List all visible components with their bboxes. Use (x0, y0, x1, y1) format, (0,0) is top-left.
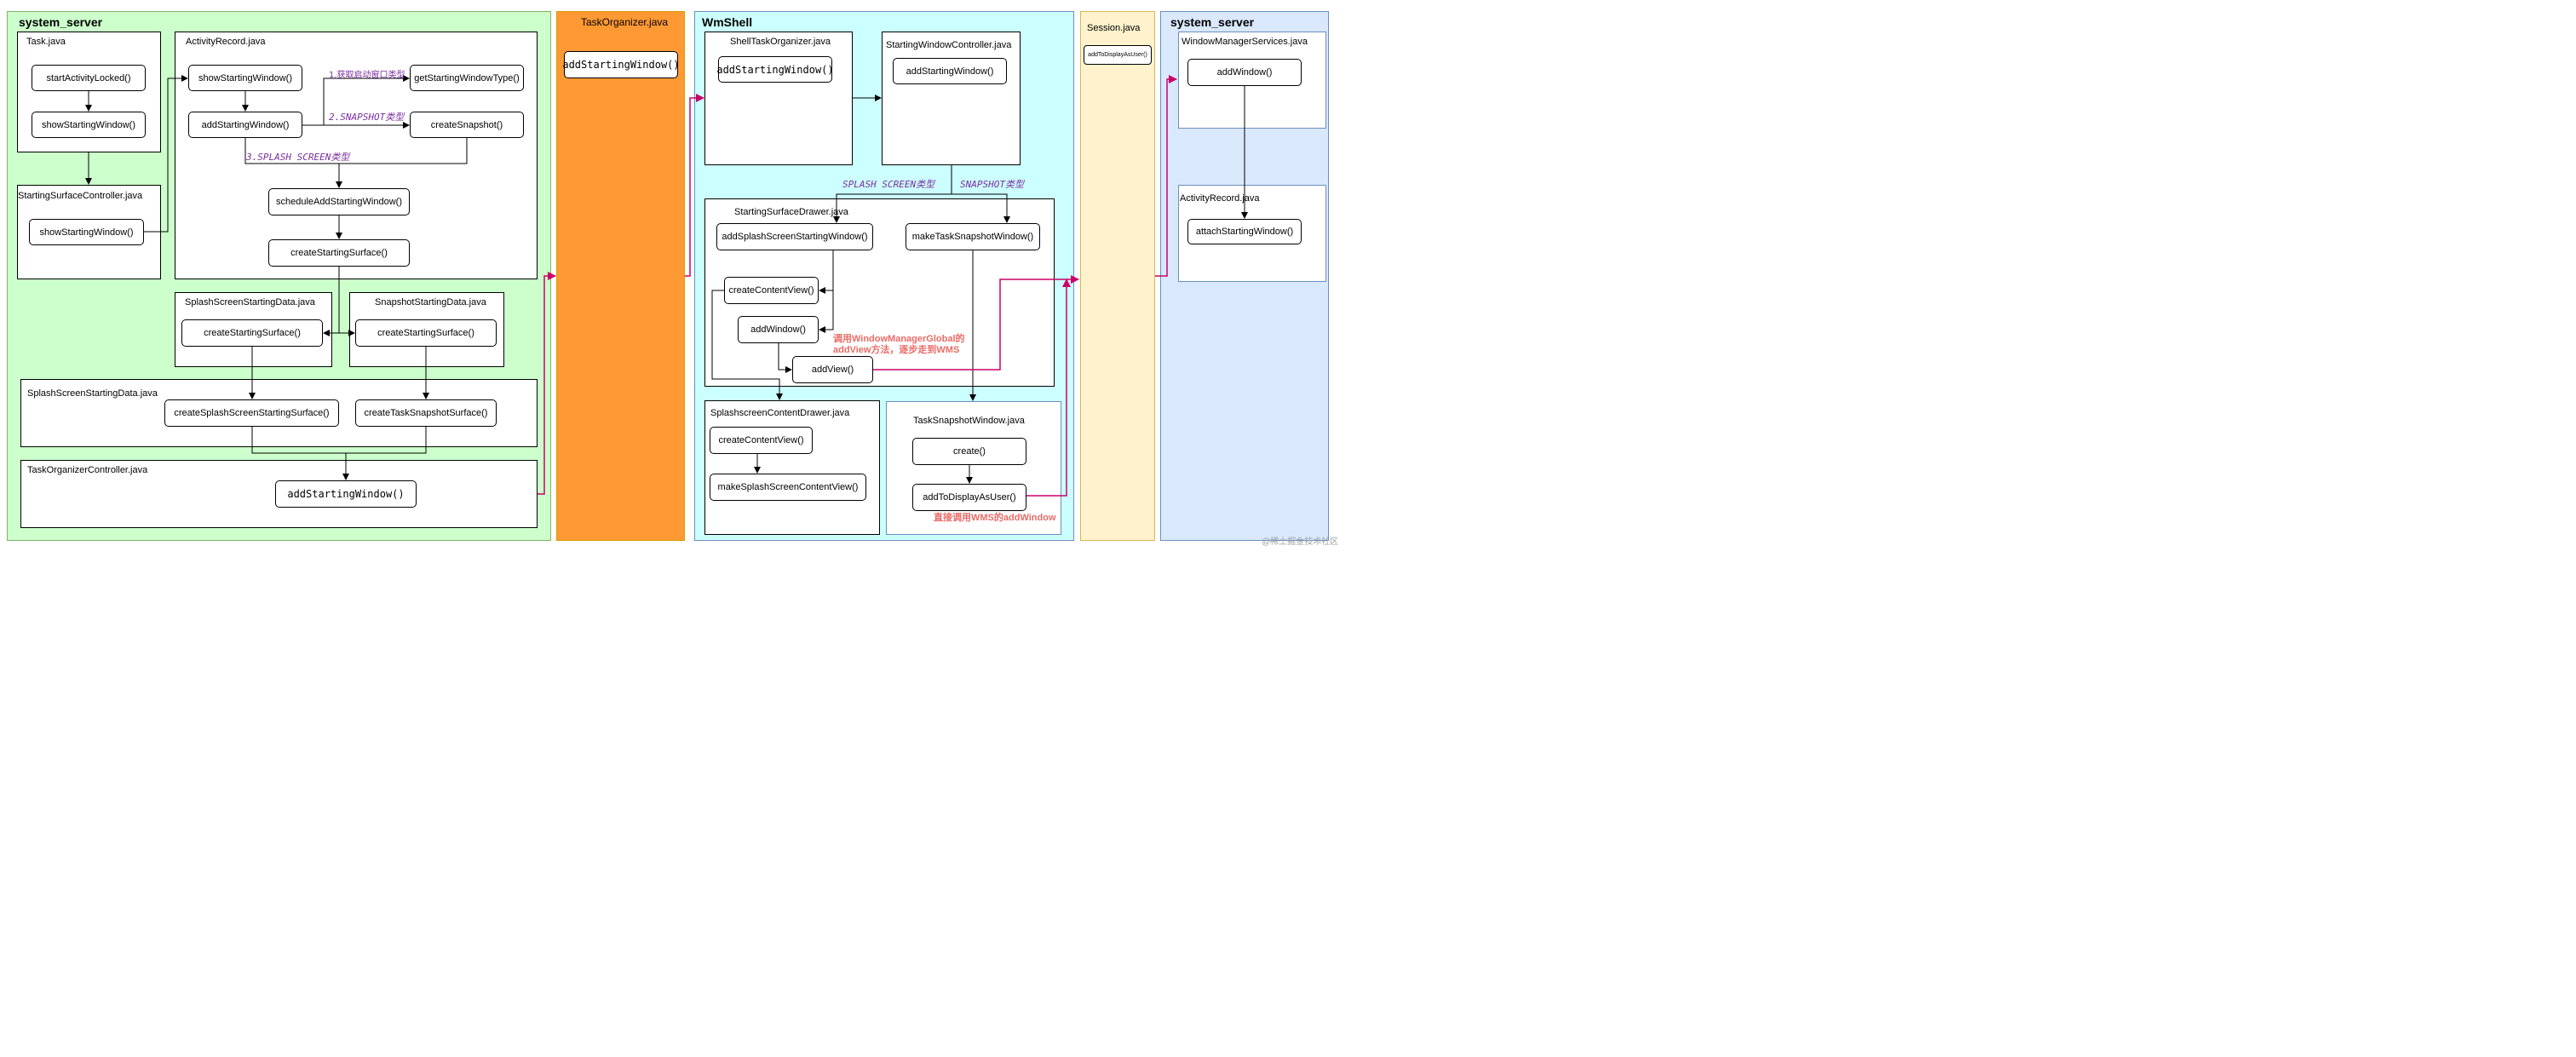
container-label: TaskOrganizerController.java (27, 465, 148, 475)
edge-merge-to-toc (251, 427, 427, 480)
method-schedule-add-starting-window: scheduleAddStartingWindow() (268, 188, 410, 215)
edge-to-add-window (819, 290, 834, 333)
container-label: SplashScreenStartingData.java (27, 388, 158, 399)
container-label: ActivityRecord.java (1180, 193, 1260, 204)
method-create-splash-screen-starting-surface: createSplashScreenStartingSurface() (164, 399, 339, 427)
method-swc-add-starting-window: addStartingWindow() (893, 58, 1007, 84)
method-ar-show-starting-window: showStartingWindow() (188, 65, 302, 91)
container-label: StartingWindowController.java (886, 40, 1012, 50)
note-add-view-line-2: addView方法，逐步走到WMS (833, 345, 960, 355)
container-starting-window-controller: StartingWindowController.java (882, 32, 1021, 165)
method-attach-starting-window: attachStartingWindow() (1187, 219, 1302, 244)
method-session-add-to-display-as-user: addToDisplayAsUser() (1084, 45, 1152, 65)
container-task-snapshot-window: TaskSnapshotWindow.java (886, 401, 1061, 535)
link-taskorganizer-to-wmshell (685, 94, 704, 277)
method-create-content-view: createContentView() (724, 277, 819, 304)
container-label: SplashscreenContentDrawer.java (710, 408, 850, 418)
edge-label-snapshot-type: 2.SNAPSHOT类型 (329, 112, 405, 123)
lane-session: Session.java (1080, 11, 1155, 541)
lane-title: TaskOrganizer.java (581, 16, 669, 28)
lane-title: system_server (1170, 15, 1255, 29)
container-label: StartingSurfaceController.java (18, 191, 143, 201)
connector-layer (85, 75, 1248, 497)
edge-label-shell-snapshot: SNAPSHOT类型 (960, 179, 1024, 190)
link-toc-to-taskorganizer (538, 272, 556, 495)
method-ssc-show-starting-window: showStartingWindow() (29, 219, 144, 245)
container-label: ShellTaskOrganizer.java (730, 37, 831, 47)
method-create-task-snapshot-surface: createTaskSnapshotSurface() (355, 399, 497, 427)
edge-create-snapshot-down (339, 138, 468, 164)
container-label: WindowManagerServices.java (1182, 37, 1308, 47)
container-label: SplashScreenStartingData.java (185, 297, 315, 307)
container-label: Task.java (26, 37, 66, 47)
edge-content-to-drawer (711, 290, 783, 400)
lane-title: WmShell (702, 15, 753, 29)
lane-task-organizer: TaskOrganizer.java (556, 11, 685, 541)
method-tsw-add-to-display-as-user: addToDisplayAsUser() (912, 484, 1026, 511)
lane-title: system_server (19, 15, 103, 29)
method-get-starting-window-type: getStartingWindowType() (410, 65, 524, 91)
container-shell-task-organizer: ShellTaskOrganizer.java (704, 32, 853, 165)
container-label: SnapshotStartingData.java (375, 297, 486, 307)
method-sto-add-starting-window: addStartingWindow() (716, 56, 834, 83)
method-start-activity-locked: startActivityLocked() (32, 65, 146, 91)
method-make-splash-screen-content-view: makeSplashScreenContentView() (710, 474, 866, 501)
method-to-add-starting-window: addStartingWindow() (562, 51, 680, 78)
method-splash-create-starting-surface: createStartingSurface() (181, 319, 323, 347)
edge-splash (244, 138, 342, 188)
method-add-window: addWindow() (738, 316, 819, 343)
edge-label-shell-splash: SPLASH SCREEN类型 (842, 179, 935, 190)
edge-create-to-splash (323, 267, 340, 336)
edge-swc-to-snapshot (952, 193, 1010, 223)
link-tsw-to-session (1026, 279, 1071, 497)
method-scd-create-content-view: createContentView() (710, 427, 813, 454)
method-add-starting-window: addStartingWindow() (188, 112, 302, 138)
lane-title: Session.java (1087, 23, 1141, 33)
method-tsw-create: create() (912, 438, 1026, 465)
container-label: ActivityRecord.java (186, 37, 266, 47)
method-create-starting-surface: createStartingSurface() (268, 239, 410, 267)
container-label: TaskSnapshotWindow.java (913, 416, 1025, 426)
method-create-snapshot: createSnapshot() (410, 112, 524, 138)
method-wms-add-window: addWindow() (1187, 59, 1302, 86)
edge-label-get-type: 1.获取启动窗口类型 (329, 71, 405, 80)
method-add-splash-screen-starting-window: addSplashScreenStartingWindow() (716, 223, 873, 250)
watermark: @稀土掘金技术社区 (1262, 537, 1339, 547)
method-snapshot-create-starting-surface: createStartingSurface() (355, 319, 497, 347)
container-label: StartingSurfaceDrawer.java (734, 207, 848, 217)
method-make-task-snapshot-window: makeTaskSnapshotWindow() (906, 223, 1040, 250)
link-session-to-wms (1155, 75, 1177, 277)
edge-label-splash-type: 3.SPLASH SCREEN类型 (246, 152, 350, 163)
container-task-organizer-controller: TaskOrganizerController.java (20, 460, 538, 528)
edge-ssc-to-ar (144, 75, 188, 233)
method-task-show-starting-window: showStartingWindow() (32, 112, 146, 138)
edge-splash-to-content (819, 250, 834, 294)
edge-addwindow-to-addview (778, 343, 792, 373)
note-add-view-line-1: 调用WindowManagerGlobal的 (833, 334, 965, 344)
edge-swc-branch (833, 165, 952, 223)
method-add-view: addView() (792, 356, 873, 383)
note-direct-call: 直接调用WMS的addWindow (934, 513, 1056, 523)
container-splashscreen-content-drawer: SplashscreenContentDrawer.java (704, 400, 880, 535)
link-addview-to-session (873, 275, 1079, 371)
